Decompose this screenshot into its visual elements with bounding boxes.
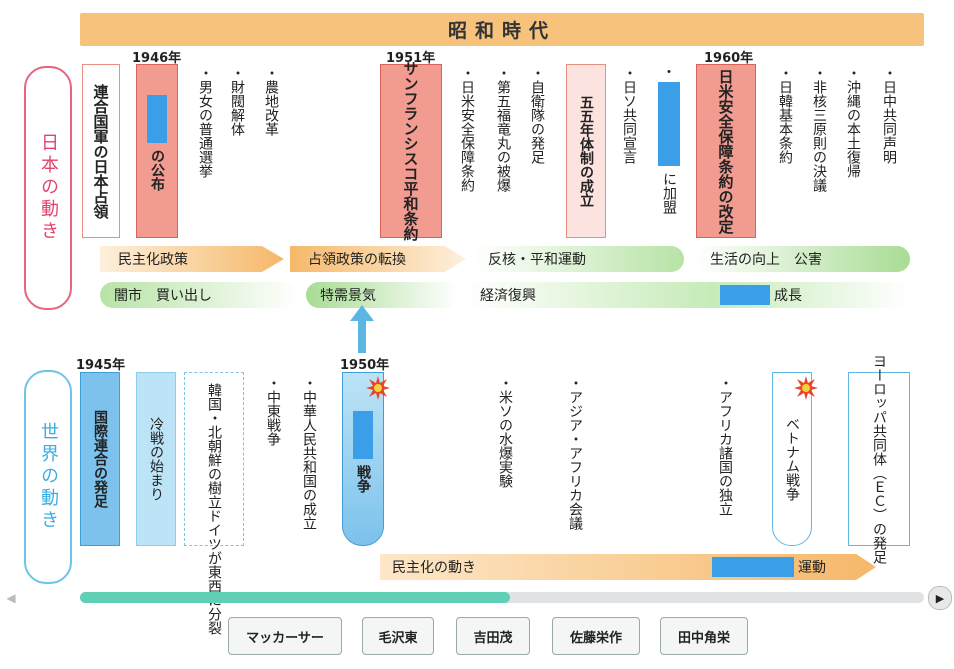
note-bandung: ・アジア・アフリカ会議 <box>567 376 583 530</box>
note-jp-soviet: ・日ソ共同宣言 <box>621 66 637 164</box>
note-prc: ・中華人民共和国の成立 <box>301 376 317 530</box>
event-un-founded[interactable]: 国際連合の発足 <box>80 372 120 546</box>
bar-peace-movement: 反核・平和運動 <box>474 246 684 272</box>
bar-black-market: 闇市 買い出し <box>100 282 298 308</box>
event-anpo-revision[interactable]: 日米安全保障条約の改定 <box>696 64 756 238</box>
note-lucky-dragon: ・第五福竜丸の被爆 <box>495 66 511 192</box>
era-title: 昭和時代 <box>80 13 924 46</box>
event-cold-war[interactable]: 冷戦の始まり <box>136 372 176 546</box>
note-mideast-war: ・中東戦争 <box>265 376 281 446</box>
note-land-reform: ・農地改革 <box>263 66 279 136</box>
event-constitution[interactable]: の公布 <box>136 64 178 238</box>
person-button-tanaka[interactable]: 田中角栄 <box>660 617 748 655</box>
note-sdf: ・自衛隊の発足 <box>529 66 545 164</box>
arrow-up-icon <box>350 305 374 353</box>
event-korea-germany[interactable]: 韓国・北朝鮮の樹立ドイツが東西に分裂 <box>184 372 244 635</box>
year-1951: 1951年 <box>386 51 436 66</box>
event-korean-war[interactable]: 戦争 <box>342 372 384 546</box>
person-button-yoshida[interactable]: 吉田茂 <box>456 617 530 655</box>
person-button-mao[interactable]: 毛沢東 <box>362 617 434 655</box>
japan-section-label: 日本の動き <box>24 66 72 310</box>
event-sanfrancisco[interactable]: サンフランシスコ平和条約 <box>380 61 442 241</box>
hidden-answer-block[interactable] <box>720 285 770 305</box>
hidden-answer-block[interactable] <box>658 82 680 166</box>
world-section-label: 世界の動き <box>24 370 72 584</box>
scrollbar-fill[interactable] <box>80 592 511 603</box>
event-system55[interactable]: 五五年体制の成立 <box>566 64 606 238</box>
note-security-treaty: ・日米安全保障条約 <box>459 66 475 192</box>
note-jp-china: ・日中共同声明 <box>881 66 897 164</box>
chevron-right-icon[interactable]: ▶ <box>928 586 952 610</box>
event-ec[interactable]: ヨーロッパ共同体（ＥＣ）の発足 <box>848 354 910 564</box>
timeline-scrollbar[interactable] <box>80 592 924 603</box>
hidden-answer-block[interactable] <box>147 95 167 143</box>
year-1960: 1960年 <box>704 51 754 66</box>
note-okinawa: ・沖縄の本土復帰 <box>845 66 861 178</box>
explosion-icon <box>366 376 390 400</box>
bar-rapid-growth: 成長 <box>712 282 910 308</box>
year-1946: 1946年 <box>132 51 182 66</box>
year-1950: 1950年 <box>340 358 390 373</box>
note-africa: ・アフリカ諸国の独立 <box>717 376 733 516</box>
person-button-macarthur[interactable]: マッカーサー <box>228 617 342 655</box>
event-un-join[interactable]: ・ に加盟 <box>654 64 684 236</box>
bar-living-standards: 生活の向上 公害 <box>696 246 910 272</box>
note-non-nuclear: ・非核三原則の決議 <box>811 66 827 192</box>
event-occupation[interactable]: 連合国軍の日本占領 <box>82 64 120 238</box>
note-jp-korea: ・日韓基本条約 <box>777 66 793 164</box>
hidden-answer-block[interactable] <box>353 411 373 459</box>
chevron-left-icon[interactable]: ◀ <box>6 591 16 605</box>
person-button-sato[interactable]: 佐藤栄作 <box>552 617 640 655</box>
year-1945: 1945年 <box>76 358 126 373</box>
bar-world-democracy: 民主化の動き 運動 <box>380 554 876 580</box>
event-vietnam-war[interactable]: ベトナム戦争 <box>772 372 812 546</box>
bar-special-boom: 特需景気 <box>306 282 458 308</box>
bar-policy-shift: 占領政策の転換 <box>290 246 466 272</box>
explosion-icon <box>794 376 818 400</box>
note-zaibatsu: ・財閥解体 <box>229 66 245 136</box>
bar-democratization-policy: 民主化政策 <box>100 246 284 272</box>
note-h-bomb: ・米ソの水爆実験 <box>497 376 513 488</box>
hidden-answer-block[interactable] <box>712 557 794 577</box>
bar-economic-recovery: 経済復興 <box>466 282 712 308</box>
note-suffrage: ・男女の普通選挙 <box>197 66 213 178</box>
